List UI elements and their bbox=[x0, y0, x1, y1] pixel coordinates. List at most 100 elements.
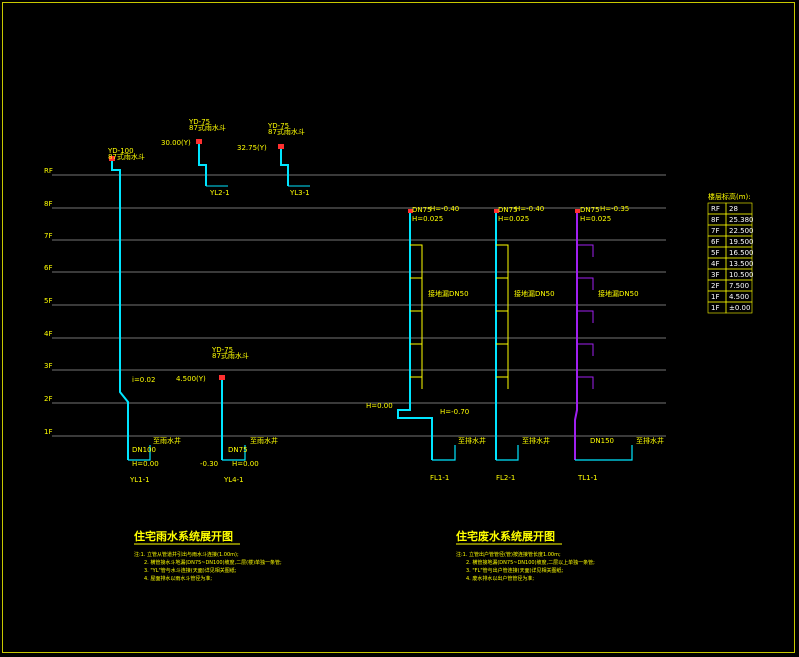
elevation-value: 19.500 bbox=[729, 238, 754, 246]
floor-label: 3F bbox=[44, 362, 52, 370]
branch-tick bbox=[496, 310, 509, 323]
rain-h3: H=0.00 bbox=[232, 460, 259, 468]
waste-note-1: 注:1. 立管出户管管径(管)按连接管长度1.00m; bbox=[456, 551, 561, 558]
rain-label-2: YD-75 bbox=[188, 118, 210, 126]
valve-marks bbox=[408, 209, 580, 213]
vent-branch bbox=[577, 343, 594, 356]
branch-tick bbox=[410, 376, 423, 389]
waste-exit-2 bbox=[496, 445, 519, 461]
rain-exit-label-1: 至雨水井 bbox=[153, 436, 181, 445]
elevation-value: 22.500 bbox=[729, 227, 754, 235]
waste-title: 住宅废水系统展开图 bbox=[456, 529, 555, 543]
branch-tick bbox=[410, 244, 423, 257]
rain-note-2: 2. 横管接水斗地漏(DN75~DN100)坡度,二层(楼)单独一条管; bbox=[144, 559, 282, 566]
cap-icon bbox=[575, 209, 580, 213]
floor-label: 7F bbox=[44, 232, 52, 240]
rain-desc-1: 87式雨水斗 bbox=[108, 152, 145, 161]
waste-tag-1: FL1-1 bbox=[430, 474, 449, 482]
elevation-value: 13.500 bbox=[729, 260, 754, 268]
rain-h1: H=0.00 bbox=[132, 460, 159, 468]
rain-tag-2: YL2-1 bbox=[209, 189, 230, 197]
rain-elev-2: 30.00(Y) bbox=[161, 139, 191, 147]
cap-icon bbox=[408, 209, 413, 213]
branch-connections bbox=[410, 244, 594, 389]
branch-tick bbox=[496, 277, 509, 290]
waste-side-1: H=0.025 bbox=[412, 215, 443, 223]
rain-tag-4: YL4-1 bbox=[223, 476, 244, 484]
elevation-value: 25.380 bbox=[729, 216, 754, 224]
elevation-value: ±0.00 bbox=[729, 304, 750, 312]
waste-exit-label-1: 至排水井 bbox=[458, 436, 486, 445]
elevation-value: 16.500 bbox=[729, 249, 754, 257]
rain-system-pipes bbox=[111, 142, 310, 461]
rain-label-3: YD-75 bbox=[267, 122, 289, 130]
rain-elev-4: 4.500(Y) bbox=[176, 375, 206, 383]
elevation-value: 10.500 bbox=[729, 271, 754, 279]
rain-h2: -0.30 bbox=[200, 460, 218, 468]
floor-label: RF bbox=[44, 167, 53, 175]
elevation-floor: 1F bbox=[711, 293, 719, 301]
branch-tick bbox=[496, 376, 509, 389]
elevation-floor: 6F bbox=[711, 238, 719, 246]
rain-note-1: 注:1. 立管从管道井引出与雨水斗连接(1.00m); bbox=[134, 551, 239, 558]
branch-tick bbox=[410, 310, 423, 323]
elevation-floor: 7F bbox=[711, 227, 719, 235]
waste-tag-2: FL2-1 bbox=[496, 474, 515, 482]
rain-size-1: DN100 bbox=[132, 446, 156, 454]
waste-h-1: H=-0.40 bbox=[430, 205, 459, 213]
waste-side-3: H=0.025 bbox=[580, 215, 611, 223]
vent-branch bbox=[577, 376, 594, 389]
rain-note-4: 4. 屋面排水以雨水斗管径为准; bbox=[144, 575, 212, 582]
rain-desc-4: 87式雨水斗 bbox=[212, 351, 249, 360]
labels: YD-100 87式雨水斗 YD-75 87式雨水斗 30.00(Y) YD-7… bbox=[107, 118, 664, 582]
rain-tag-1: YL1-1 bbox=[129, 476, 150, 484]
rain-exit-label-2: 至雨水井 bbox=[250, 436, 278, 445]
waste-system-pipes bbox=[397, 212, 578, 460]
waste-branch-3: 接地漏DN50 bbox=[598, 289, 639, 298]
elevation-floor: 2F bbox=[711, 282, 719, 290]
funnel-icon bbox=[196, 139, 202, 144]
waste-size-2: DN75 bbox=[498, 206, 518, 214]
waste-branch-1: 接地漏DN50 bbox=[428, 289, 469, 298]
vent-branch bbox=[577, 277, 594, 290]
waste-h-base: H=0.00 bbox=[366, 402, 393, 410]
elevation-floor: 8F bbox=[711, 216, 719, 224]
elevation-floor: RF bbox=[711, 205, 720, 213]
floor-label: 4F bbox=[44, 330, 52, 338]
waste-dn150: DN150 bbox=[590, 437, 614, 445]
rain-label-4: YD-75 bbox=[211, 346, 233, 354]
branch-tick bbox=[410, 343, 423, 356]
elevation-floor: 3F bbox=[711, 271, 719, 279]
elevation-value: 28 bbox=[729, 205, 738, 213]
waste-riser-1 bbox=[397, 212, 433, 460]
floor-label: 2F bbox=[44, 395, 52, 403]
rain-exit-2 bbox=[222, 445, 246, 461]
rain-title: 住宅雨水系统展开图 bbox=[134, 529, 233, 543]
funnel-icon bbox=[109, 156, 115, 161]
waste-exits bbox=[432, 445, 633, 461]
waste-note-3: 3. "FL"管与出户管连接(天面)详见相关图纸; bbox=[466, 567, 564, 574]
rain-desc-3: 87式雨水斗 bbox=[268, 127, 305, 136]
vent-branch bbox=[577, 310, 594, 323]
waste-size-3: DN75 bbox=[580, 206, 600, 214]
waste-side-2: H=0.025 bbox=[498, 215, 529, 223]
rain-size-4: DN75 bbox=[228, 446, 248, 454]
waste-tag-3: TL1-1 bbox=[577, 474, 598, 482]
branch-tick bbox=[496, 343, 509, 356]
elevation-floor: 5F bbox=[711, 249, 719, 257]
rain-tag-3: YL3-1 bbox=[289, 189, 310, 197]
elevation-value: 7.500 bbox=[729, 282, 749, 290]
rain-label-1: YD-100 bbox=[107, 147, 134, 155]
rain-funnels bbox=[109, 139, 284, 380]
elevation-value: 4.500 bbox=[729, 293, 749, 301]
elevation-cell bbox=[725, 301, 753, 314]
elevation-floor: 1F bbox=[711, 304, 719, 312]
rain-riser-1 bbox=[111, 160, 129, 460]
waste-h-low: H=-0.70 bbox=[440, 408, 469, 416]
waste-exit-label-2: 至排水井 bbox=[522, 436, 550, 445]
